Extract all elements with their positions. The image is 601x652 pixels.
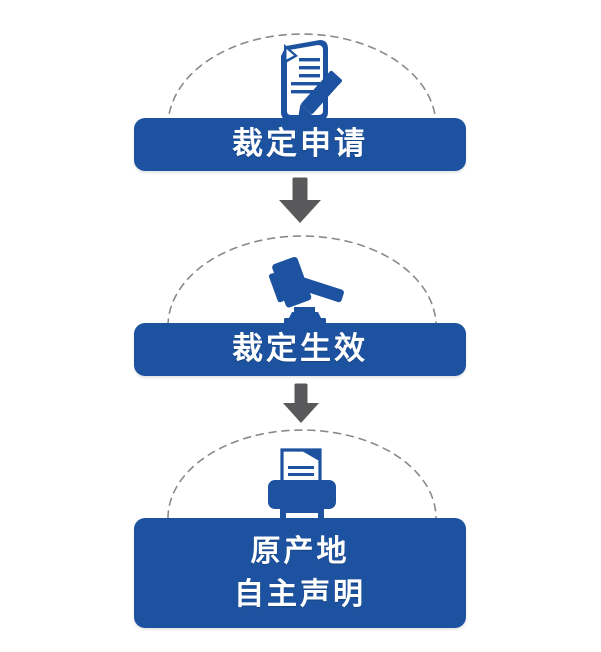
arrow-2 bbox=[280, 383, 322, 425]
step-2-bar[interactable]: 裁定生效 bbox=[134, 323, 466, 376]
step-1-bar[interactable]: 裁定申请 bbox=[134, 118, 466, 171]
dashed-arc-3 bbox=[0, 418, 601, 526]
step-2-label: 裁定生效 bbox=[232, 331, 368, 368]
printer-icon bbox=[258, 446, 346, 522]
dashed-arc-2 bbox=[0, 222, 601, 330]
document-with-pen-icon bbox=[262, 34, 348, 124]
step-3-label-line-2: 自主声明 bbox=[234, 577, 366, 612]
step-1-label: 裁定申请 bbox=[232, 126, 368, 163]
step-3-label-line-1: 原产地 bbox=[250, 533, 350, 569]
gavel-icon bbox=[262, 248, 348, 326]
step-3-bar[interactable]: 原产地 自主声明 bbox=[134, 518, 466, 628]
arrow-1 bbox=[276, 177, 324, 225]
dashed-arc-1 bbox=[0, 14, 601, 129]
